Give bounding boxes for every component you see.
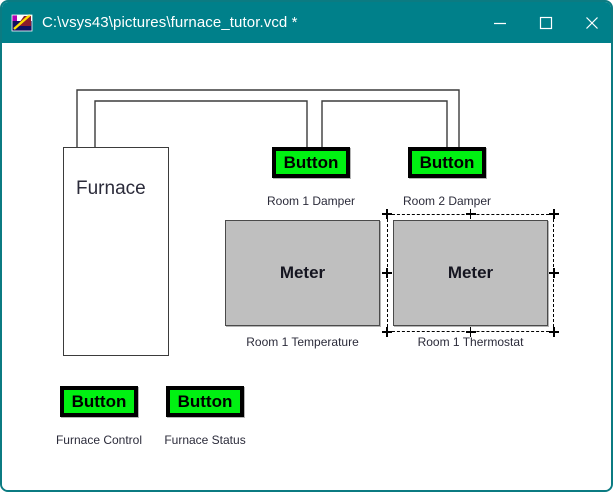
window-title: C:\vsys43\pictures\furnace_tutor.vcd * [42,14,298,31]
resize-handle-ne[interactable] [549,209,559,219]
app-logo-icon [11,12,33,34]
caption-room2-damper: Room 2 Damper [402,194,492,208]
button-widget-furnace-status[interactable]: Button [166,386,244,417]
close-icon[interactable] [569,2,611,43]
button-widget-room1-damper[interactable]: Button [272,147,350,178]
handle-tick-horizontal [382,272,392,274]
handle-tick-horizontal [549,331,559,333]
handle-tick-vertical [386,327,388,337]
block-furnace[interactable]: Furnace [63,147,169,356]
wire-room1-damper-to-room2-damper[interactable] [321,100,448,147]
caption-furnace-status: Furnace Status [164,433,246,447]
button-face: Button [170,390,240,413]
handle-tick-horizontal [382,213,392,215]
resize-handle-n[interactable] [465,209,476,219]
meter-widget-room1-temperature[interactable]: Meter [225,220,380,326]
resize-handle-sw[interactable] [382,327,392,337]
button-label: Button [283,153,339,172]
handle-tick-vertical [469,209,472,219]
button-widget-room2-damper[interactable]: Button [408,147,486,178]
button-label: Button [71,392,127,411]
caption-room1-damper: Room 1 Damper [266,194,356,208]
button-label: Button [419,153,475,172]
caption-furnace-control: Furnace Control [55,433,143,447]
handle-tick-vertical [553,209,555,219]
meter-label: Meter [447,263,494,282]
handle-tick-horizontal [465,331,476,333]
handle-tick-horizontal [549,213,559,215]
meter-label: Meter [279,263,326,282]
handle-tick-horizontal [549,272,559,274]
button-face: Button [412,151,482,174]
caption-room1-thermostat: Room 1 Thermostat [417,335,524,349]
caption-room1-temperature: Room 1 Temperature [246,335,359,349]
button-face: Button [64,390,134,413]
resize-handle-nw[interactable] [382,209,392,219]
handle-tick-vertical [553,268,555,278]
resize-handle-w[interactable] [382,268,392,278]
handle-tick-vertical [386,209,388,219]
minimize-icon[interactable] [477,2,523,43]
handle-tick-horizontal [382,331,392,333]
resize-handle-e[interactable] [549,268,559,278]
handle-tick-horizontal [465,213,476,215]
handle-tick-vertical [386,268,388,278]
button-face: Button [276,151,346,174]
handle-tick-vertical [553,327,555,337]
resize-handle-se[interactable] [549,327,559,337]
title-bar: C:\vsys43\pictures\furnace_tutor.vcd * [2,2,611,43]
button-label: Button [177,392,233,411]
meter-widget-room1-thermostat[interactable]: Meter [393,220,548,326]
button-widget-furnace-control[interactable]: Button [60,386,138,417]
block-furnace-label: Furnace [76,178,146,199]
maximize-icon[interactable] [523,2,569,43]
